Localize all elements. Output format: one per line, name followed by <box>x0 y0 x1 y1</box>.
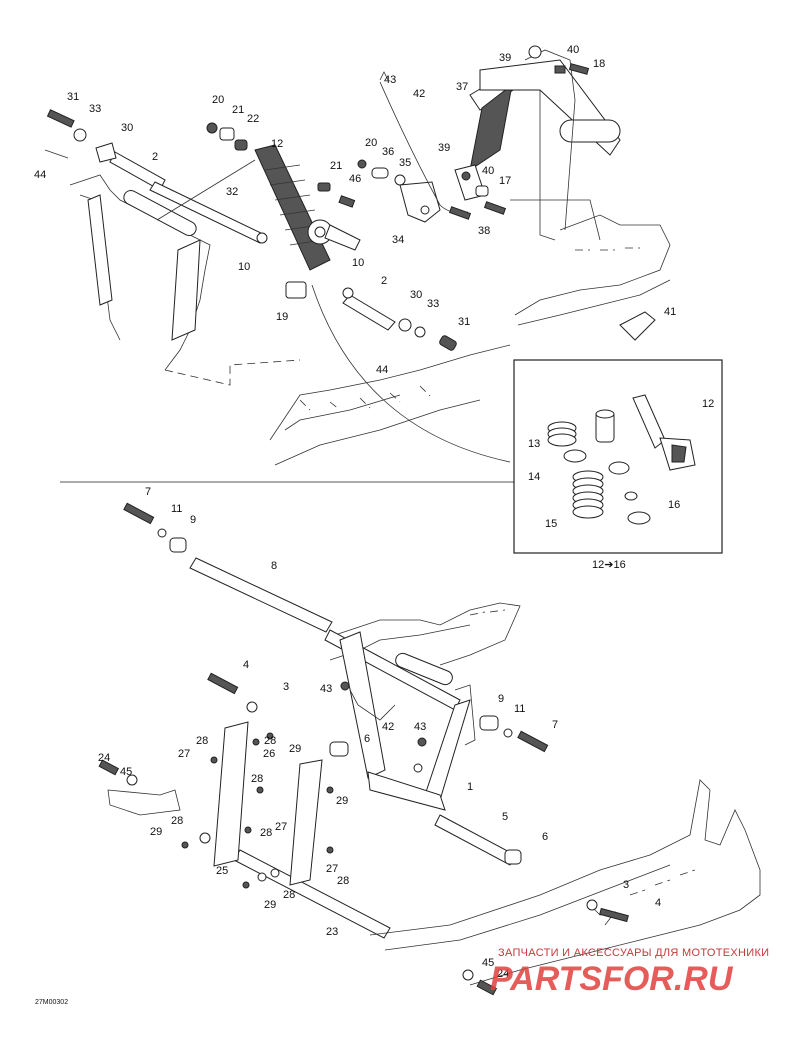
callout-inset-12: 12 <box>702 398 714 410</box>
callout-3: 3 <box>283 681 289 693</box>
drawing-code: 27M00302 <box>35 999 68 1006</box>
callout-31b: 31 <box>458 316 470 328</box>
callout-1: 1 <box>467 781 473 793</box>
callout-29b: 29 <box>336 795 348 807</box>
callout-18: 18 <box>593 58 605 70</box>
callout-2: 2 <box>152 151 158 163</box>
watermark-tagline: ЗАПЧАСТИ И АКСЕССУАРЫ ДЛЯ МОТОТЕХНИКИ <box>498 947 769 959</box>
callout-30: 30 <box>121 122 133 134</box>
callout-46: 46 <box>349 173 361 185</box>
callout-inset-16: 16 <box>668 499 680 511</box>
callout-28c: 28 <box>251 773 263 785</box>
callout-24: 24 <box>98 752 110 764</box>
callout-19: 19 <box>276 311 288 323</box>
upper-assembly <box>44 45 671 466</box>
callout-4b: 4 <box>655 897 661 909</box>
callout-7b: 7 <box>552 719 558 731</box>
lower-assembly <box>98 502 761 996</box>
callout-28e: 28 <box>260 827 272 839</box>
part-13 <box>547 421 577 447</box>
callout-34: 34 <box>392 234 404 246</box>
callout-40b: 40 <box>482 165 494 177</box>
callout-labels-top: 31 33 30 2 44 20 21 22 12 32 10 20 36 35… <box>34 44 676 376</box>
link-26-left <box>213 721 249 867</box>
callout-28g: 28 <box>283 889 295 901</box>
callout-28b: 28 <box>264 735 276 747</box>
callout-11: 11 <box>171 503 182 515</box>
inset-caption: 12➔16 <box>592 559 626 571</box>
callout-32: 32 <box>226 186 238 198</box>
callout-42c: 42 <box>382 721 394 733</box>
callout-28f: 28 <box>337 875 349 887</box>
callout-2b: 2 <box>381 275 387 287</box>
callout-31: 31 <box>67 91 79 103</box>
callout-45b: 45 <box>482 957 494 969</box>
callout-35: 35 <box>399 157 411 169</box>
callout-41: 41 <box>664 306 676 318</box>
callout-27: 27 <box>178 748 190 760</box>
callout-43c: 43 <box>320 683 332 695</box>
callout-3b: 3 <box>623 879 629 891</box>
callout-17: 17 <box>499 175 511 187</box>
callout-22: 22 <box>247 113 259 125</box>
part-12 <box>632 394 696 471</box>
callout-labels-bottom: 7 11 9 8 4 3 43 42 43 6 1 9 11 7 5 6 3 4… <box>98 486 661 980</box>
callout-33b: 33 <box>427 298 439 310</box>
inset-detail-box <box>513 359 723 554</box>
callout-29: 29 <box>289 743 301 755</box>
callout-26: 26 <box>263 748 275 760</box>
callout-labels-inset: 12 13 14 15 16 12➔16 <box>528 398 714 571</box>
callout-42: 42 <box>413 88 425 100</box>
callout-29c: 29 <box>150 826 162 838</box>
callout-25: 25 <box>216 865 228 877</box>
callout-44b: 44 <box>376 364 388 376</box>
callout-36: 36 <box>382 146 394 158</box>
callout-38: 38 <box>478 225 490 237</box>
callout-45: 45 <box>120 766 132 778</box>
callout-10: 10 <box>238 261 250 273</box>
callout-27c: 27 <box>326 863 338 875</box>
callout-inset-13: 13 <box>528 438 540 450</box>
callout-5: 5 <box>502 811 508 823</box>
callout-39b: 39 <box>499 52 511 64</box>
callout-40: 40 <box>567 44 579 56</box>
callout-7: 7 <box>145 486 151 498</box>
callout-28d: 28 <box>171 815 183 827</box>
callout-37: 37 <box>456 81 468 93</box>
callout-21: 21 <box>232 104 244 116</box>
callout-6: 6 <box>364 733 370 745</box>
callout-20: 20 <box>212 94 224 106</box>
callout-11b: 11 <box>514 703 525 715</box>
part-14 <box>563 449 587 463</box>
callout-9b: 9 <box>498 693 504 705</box>
shock-absorber-12 <box>254 144 361 271</box>
watermark-logo: PARTSFOR.RU <box>490 960 734 998</box>
callout-28: 28 <box>196 735 208 747</box>
callout-24b: 24 <box>497 968 509 980</box>
callout-6b: 6 <box>542 831 548 843</box>
link-26-right <box>289 759 323 886</box>
callout-23: 23 <box>326 926 338 938</box>
callout-33: 33 <box>89 103 101 115</box>
callout-27b: 27 <box>275 821 287 833</box>
callout-10b: 10 <box>352 257 364 269</box>
callout-12: 12 <box>271 138 283 150</box>
callout-4: 4 <box>243 659 249 671</box>
callout-21b: 21 <box>330 160 342 172</box>
callout-39: 39 <box>438 142 450 154</box>
callout-29d: 29 <box>264 899 276 911</box>
callout-20b: 20 <box>365 137 377 149</box>
callout-inset-15: 15 <box>545 518 557 530</box>
callout-8: 8 <box>271 560 277 572</box>
callout-44: 44 <box>34 169 46 181</box>
callout-43: 43 <box>384 74 396 86</box>
callout-9: 9 <box>190 514 196 526</box>
part-15 <box>572 470 604 519</box>
callout-30b: 30 <box>410 289 422 301</box>
callout-43d: 43 <box>414 721 426 733</box>
callout-inset-14: 14 <box>528 471 540 483</box>
